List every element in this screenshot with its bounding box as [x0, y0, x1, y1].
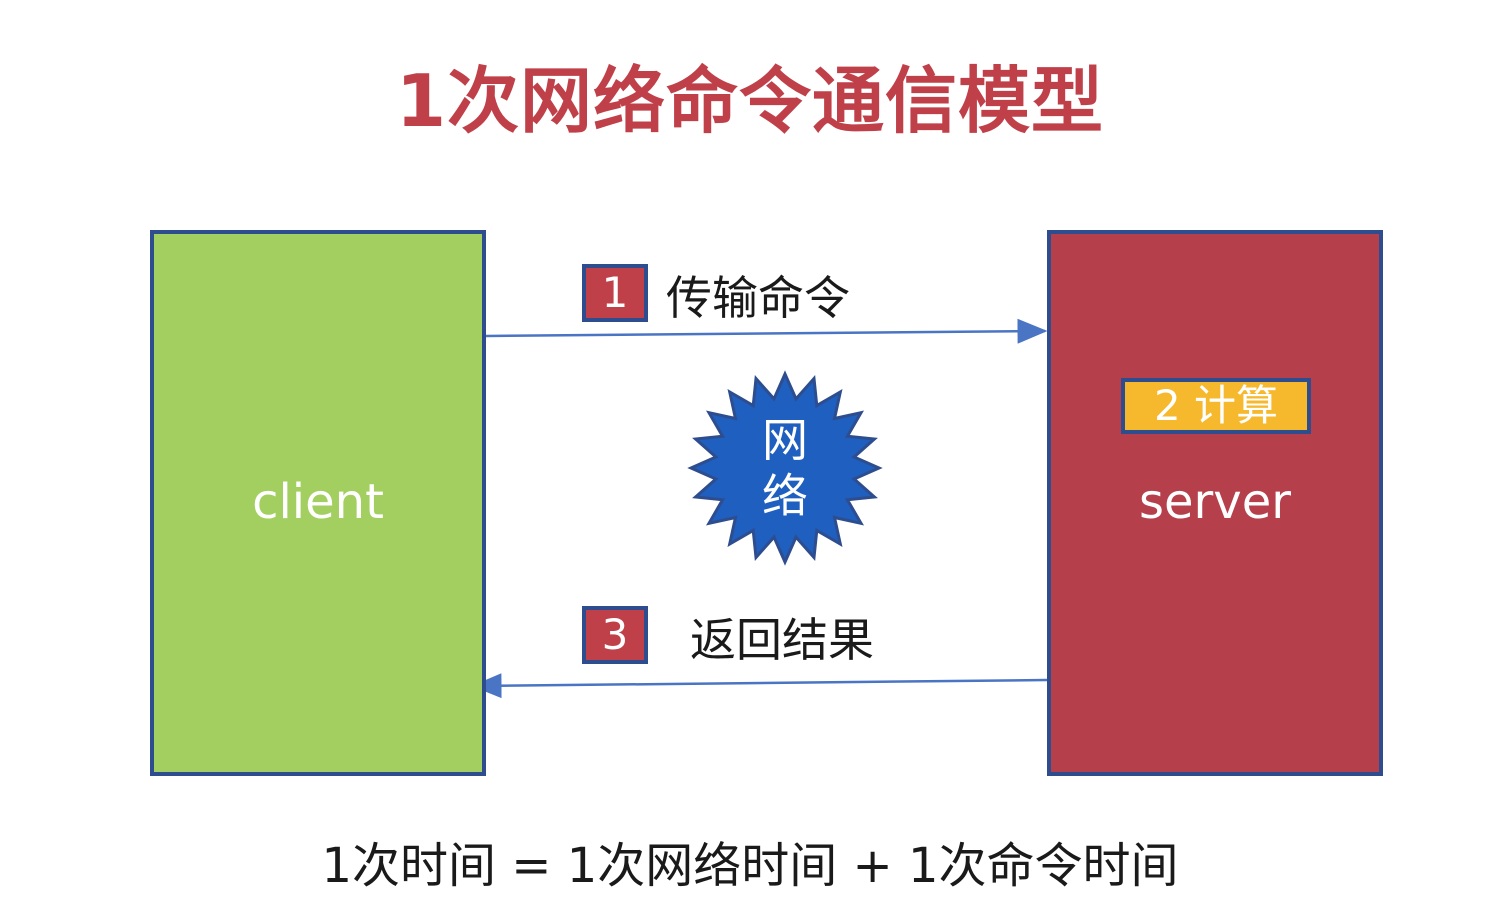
step-1-text: 传输命令	[666, 271, 850, 325]
network-label-line-1: 网	[762, 413, 808, 467]
network-burst-label: 网 络	[745, 412, 825, 524]
client-box: client	[150, 230, 486, 776]
step-3-number: 3	[582, 606, 648, 664]
compute-badge: 2 计算	[1121, 378, 1311, 434]
client-label: client	[252, 474, 384, 530]
time-formula: 1次时间 = 1次网络时间 + 1次命令时间	[321, 838, 1179, 894]
server-label: server	[1139, 474, 1291, 530]
request-arrow	[485, 318, 1048, 344]
step-1-number: 1	[582, 264, 648, 322]
response-arrow	[471, 673, 1048, 699]
step-3-text: 返回结果	[690, 613, 874, 667]
network-burst-shape	[687, 370, 883, 566]
page-title: 1次网络命令通信模型	[395, 59, 1105, 143]
server-box: 2 计算 server	[1047, 230, 1383, 776]
network-label-line-2: 络	[762, 469, 808, 523]
